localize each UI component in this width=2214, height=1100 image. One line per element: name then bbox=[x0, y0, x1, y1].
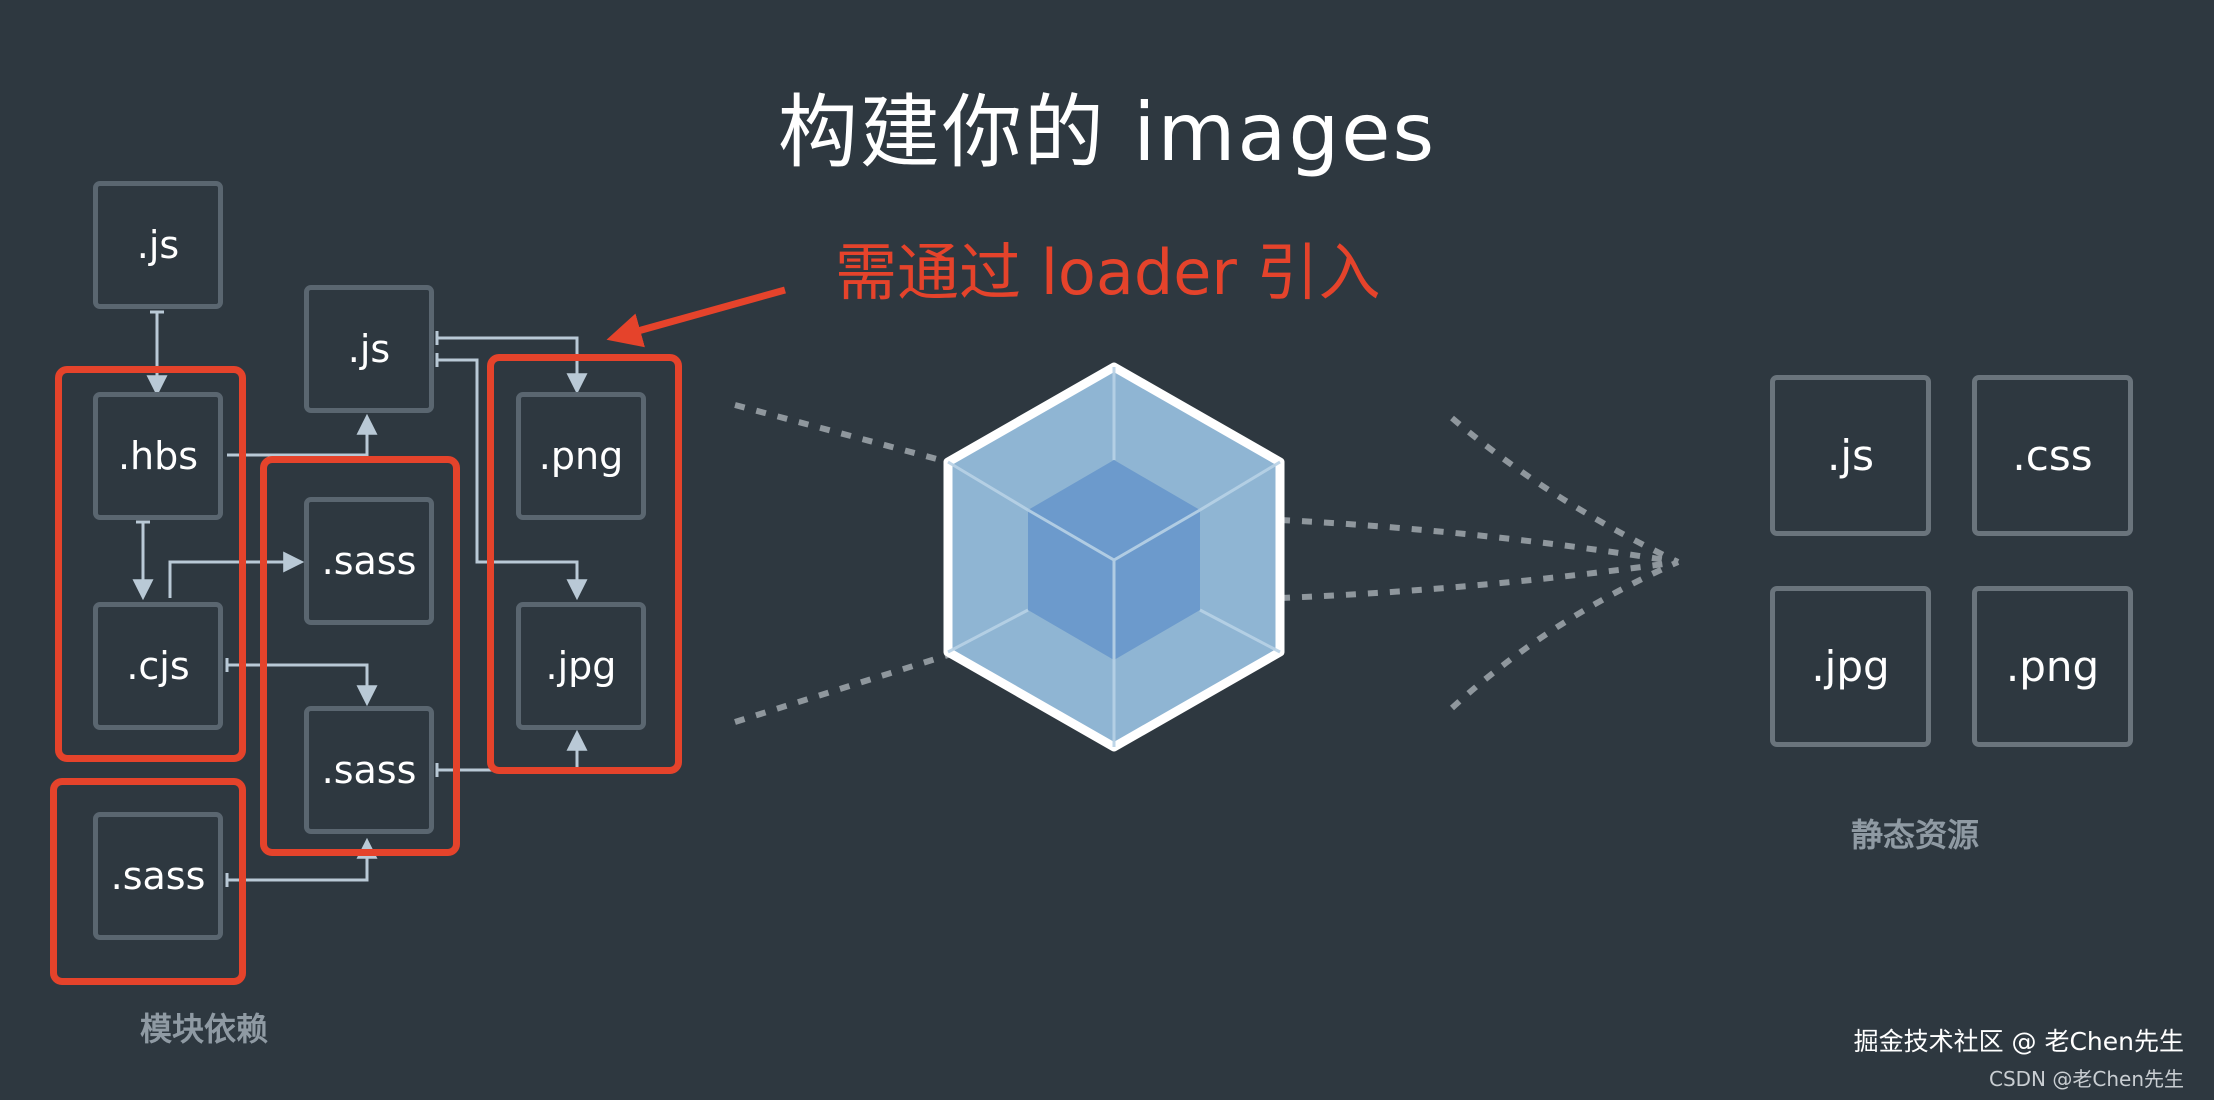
output-css: .css bbox=[1972, 375, 2133, 536]
connector-js-to-jpg bbox=[437, 358, 588, 601]
module-sass-mid-2: .sass bbox=[304, 706, 434, 834]
flow-fan-lower bbox=[1449, 559, 1680, 711]
module-js-top: .js bbox=[93, 181, 223, 309]
module-sass-mid-1: .sass bbox=[304, 497, 434, 625]
module-png: .png bbox=[516, 392, 646, 520]
webpack-cube-icon bbox=[943, 362, 1285, 752]
connector-cjs-to-sass2 bbox=[227, 663, 378, 707]
flow-out-bottom bbox=[1279, 559, 1679, 601]
dependency-connectors bbox=[132, 312, 588, 882]
output-js: .js bbox=[1770, 375, 1931, 536]
connector-hbs-to-js bbox=[227, 413, 378, 457]
loader-callout: 需通过 loader 引入 bbox=[835, 236, 1381, 309]
highlight-sass-left bbox=[50, 778, 246, 985]
modules-caption: 模块依赖 bbox=[140, 1010, 269, 1048]
outputs-caption: 静态资源 bbox=[1851, 816, 1980, 854]
highlight-images bbox=[487, 354, 682, 774]
output-png: .png bbox=[1972, 586, 2133, 747]
flow-in-bottom bbox=[734, 652, 949, 725]
flow-lines bbox=[734, 402, 1680, 725]
flow-in-top bbox=[734, 402, 949, 465]
flow-fan-upper bbox=[1450, 415, 1680, 565]
module-js-mid: .js bbox=[304, 285, 434, 413]
flow-out-top bbox=[1279, 517, 1679, 565]
highlight-hbs-cjs bbox=[55, 366, 246, 762]
connector-js-to-png bbox=[437, 336, 588, 395]
module-hbs: .hbs bbox=[93, 392, 223, 520]
slide-title: 构建你的 images bbox=[777, 86, 1437, 179]
connector-cjs-to-sass1 bbox=[168, 551, 305, 592]
callout-arrow bbox=[606, 286, 786, 348]
connector-tails bbox=[136, 310, 439, 887]
watermark-csdn: CSDN @老Chen先生 bbox=[1989, 1067, 2184, 1091]
module-sass-left: .sass bbox=[93, 812, 223, 940]
highlight-sass-mid bbox=[260, 456, 460, 856]
watermark: 掘金技术社区 @ 老Chen先生 bbox=[1853, 1027, 2184, 1056]
output-jpg: .jpg bbox=[1770, 586, 1931, 747]
module-jpg: .jpg bbox=[516, 602, 646, 730]
module-cjs: .cjs bbox=[93, 602, 223, 730]
